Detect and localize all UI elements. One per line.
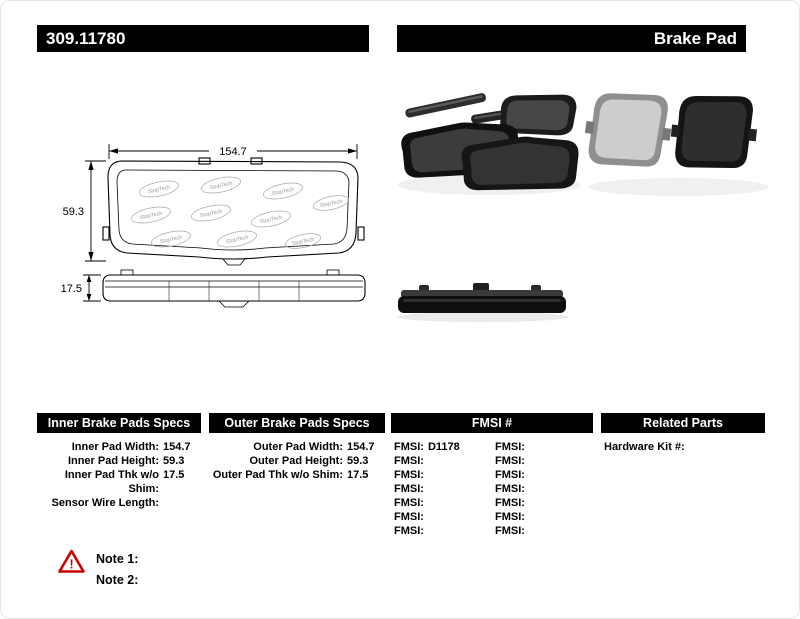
svg-text:!: ! bbox=[69, 557, 73, 572]
dim-width: 154.7 bbox=[108, 141, 358, 159]
product-photos bbox=[397, 93, 769, 322]
svg-text:StopTech: StopTech bbox=[225, 235, 249, 246]
photo-pads-left bbox=[397, 93, 581, 195]
spec-row: Outer Pad Width:154.7 bbox=[253, 441, 375, 453]
part-number: 309.11780 bbox=[46, 29, 126, 48]
watermark-pattern: StopTech StopTech StopTech StopTech Stop… bbox=[131, 176, 350, 249]
inner-specs-table: Inner Brake Pads Specs Inner Pad Width:1… bbox=[37, 413, 201, 510]
fmsi-row: FMSI: bbox=[394, 511, 424, 523]
fmsi-left-column: FMSI:D1178 FMSI: FMSI: FMSI: FMSI: FMSI:… bbox=[391, 440, 492, 538]
fmsi-row: FMSI: bbox=[495, 483, 525, 495]
svg-text:StopTech: StopTech bbox=[159, 235, 183, 246]
photo-pads-right bbox=[584, 93, 769, 196]
spec-row: Inner Pad Width:154.7 bbox=[71, 441, 191, 453]
fmsi-row: FMSI: bbox=[394, 455, 424, 467]
dim-thickness-label: 17.5 bbox=[61, 283, 82, 295]
dim-height: 59.3 bbox=[59, 160, 106, 262]
svg-text:StopTech: StopTech bbox=[259, 215, 283, 226]
outer-specs-table: Outer Brake Pads Specs Outer Pad Width:1… bbox=[209, 413, 385, 482]
spec-row: Sensor Wire Length: bbox=[51, 497, 159, 509]
fmsi-row: FMSI: bbox=[394, 525, 424, 537]
related-parts-header: Related Parts bbox=[601, 413, 765, 433]
fmsi-row: FMSI: bbox=[495, 455, 525, 467]
pad-front-view bbox=[102, 157, 365, 266]
spec-row: Inner Pad Height:59.3 bbox=[67, 455, 185, 467]
spec-row: Inner Pad Thk w/o Shim:17.5 bbox=[64, 469, 185, 495]
product-title-bar: Brake Pad bbox=[397, 25, 746, 52]
spec-row: Outer Pad Thk w/o Shim:17.5 bbox=[212, 469, 369, 481]
svg-text:StopTech: StopTech bbox=[271, 187, 295, 198]
warning-icon: ! bbox=[58, 549, 85, 573]
outer-specs-header: Outer Brake Pads Specs bbox=[209, 413, 385, 433]
fmsi-right-column: FMSI: FMSI: FMSI: FMSI: FMSI: FMSI: FMSI… bbox=[492, 440, 593, 538]
fmsi-row: FMSI: bbox=[394, 497, 424, 509]
fmsi-row: FMSI: bbox=[495, 497, 525, 509]
svg-text:StopTech: StopTech bbox=[199, 209, 223, 220]
fmsi-row: FMSI: bbox=[495, 511, 525, 523]
fmsi-table: FMSI # FMSI:D1178 FMSI: FMSI: FMSI: FMSI… bbox=[391, 413, 593, 538]
fmsi-row: FMSI: bbox=[394, 483, 424, 495]
technical-drawing: 154.7 59.3 StopTech StopTech StopTech bbox=[59, 141, 366, 308]
product-title: Brake Pad bbox=[653, 29, 737, 48]
related-parts-table: Related Parts Hardware Kit #: bbox=[601, 413, 765, 454]
svg-text:StopTech: StopTech bbox=[147, 185, 171, 196]
photo-pad-edge bbox=[397, 283, 569, 322]
svg-text:StopTech: StopTech bbox=[139, 211, 163, 222]
fmsi-row: FMSI:D1178 bbox=[394, 441, 460, 453]
dim-thickness: 17.5 bbox=[59, 274, 101, 302]
dim-height-label: 59.3 bbox=[63, 206, 84, 218]
fmsi-row: FMSI: bbox=[495, 469, 525, 481]
inner-specs-header: Inner Brake Pads Specs bbox=[37, 413, 201, 433]
note-1: Note 1: bbox=[96, 552, 139, 566]
fmsi-header: FMSI # bbox=[391, 413, 593, 433]
fmsi-row: FMSI: bbox=[495, 525, 525, 537]
spec-row: Hardware Kit #: bbox=[604, 441, 685, 453]
note-2: Note 2: bbox=[96, 573, 139, 587]
spec-row: Outer Pad Height:59.3 bbox=[249, 455, 369, 467]
pad-side-view bbox=[102, 269, 366, 308]
svg-text:StopTech: StopTech bbox=[319, 199, 343, 210]
dim-width-label: 154.7 bbox=[219, 146, 247, 158]
fmsi-row: FMSI: bbox=[394, 469, 424, 481]
part-number-bar: 309.11780 bbox=[37, 25, 369, 52]
svg-text:StopTech: StopTech bbox=[209, 181, 233, 192]
svg-text:StopTech: StopTech bbox=[291, 237, 315, 248]
fmsi-row: FMSI: bbox=[495, 441, 525, 453]
